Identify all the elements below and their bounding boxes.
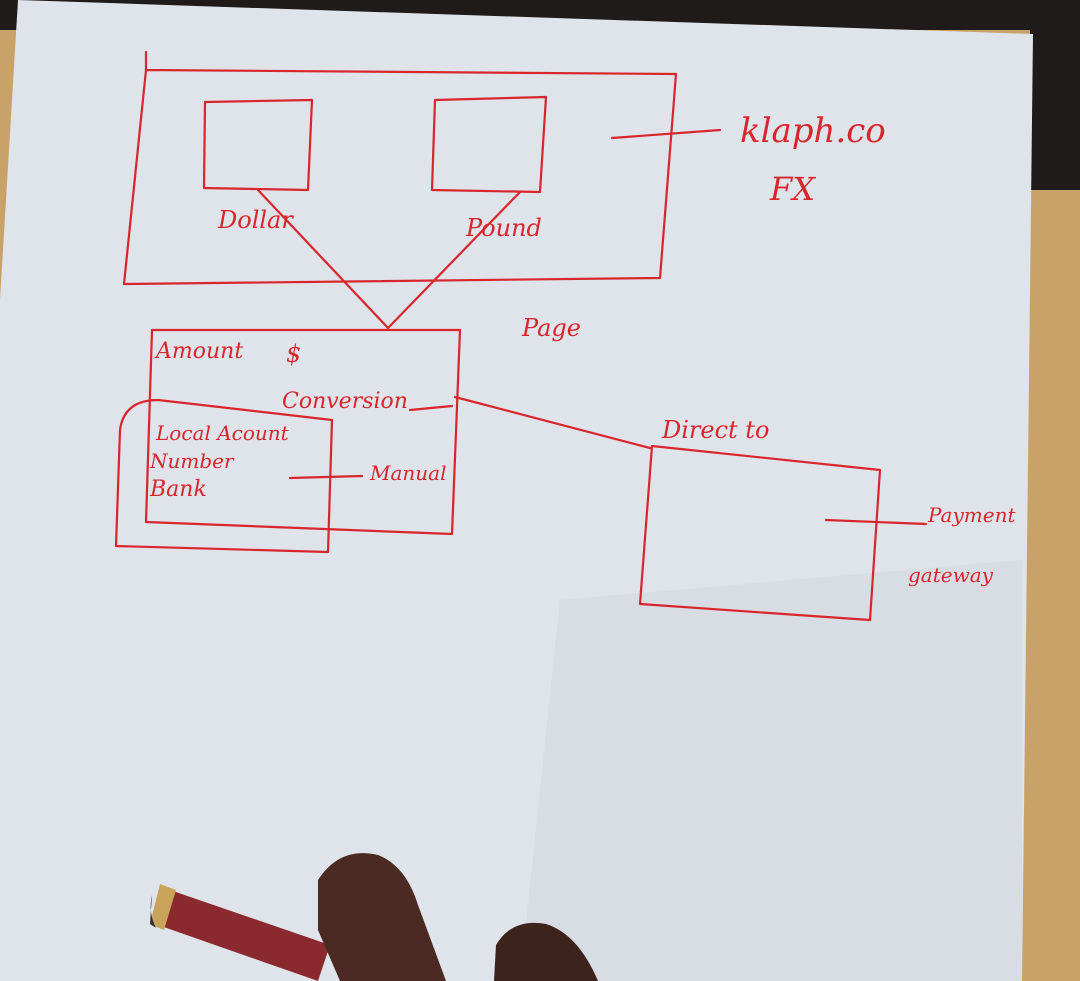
- pound-label: Pound: [465, 214, 542, 242]
- amount-label: Amount: [154, 339, 243, 364]
- pound-box: [430, 95, 548, 194]
- number-label: Number: [149, 449, 235, 473]
- dollar-to-amount-line: [256, 188, 390, 330]
- brand-sub-label: FX: [769, 170, 816, 208]
- direct-to-label: Direct to: [661, 416, 769, 444]
- conversion-to-redirect-line: [453, 395, 652, 450]
- amount-box: [144, 328, 462, 536]
- manual-connector-line: [288, 474, 364, 480]
- manual-label: Manual: [369, 461, 446, 485]
- payment-gateway-box: [638, 444, 882, 622]
- gateway-label: gateway: [908, 563, 994, 587]
- paper-shade: [520, 560, 1022, 981]
- hand-fingers: [318, 853, 598, 981]
- conversion-underline: [408, 404, 454, 412]
- payment-label: Payment: [927, 503, 1016, 527]
- local-account-box: [114, 398, 334, 554]
- brand-label: klaph.co: [740, 111, 886, 151]
- dollar-box: [202, 98, 314, 192]
- payment-connector-line: [824, 518, 928, 526]
- header-box: [122, 50, 678, 286]
- pen: [150, 884, 330, 981]
- conversion-label: Conversion: [282, 389, 408, 414]
- local-account-label: Local Acount: [155, 421, 290, 445]
- dark-right-edge: [1030, 0, 1080, 190]
- page-label: Page: [521, 314, 581, 342]
- currency-symbol-label: $: [286, 340, 301, 368]
- bank-label: Bank: [149, 477, 207, 502]
- pound-to-amount-line: [386, 190, 522, 330]
- brand-connector-line: [610, 128, 722, 140]
- dollar-label: Dollar: [217, 206, 294, 234]
